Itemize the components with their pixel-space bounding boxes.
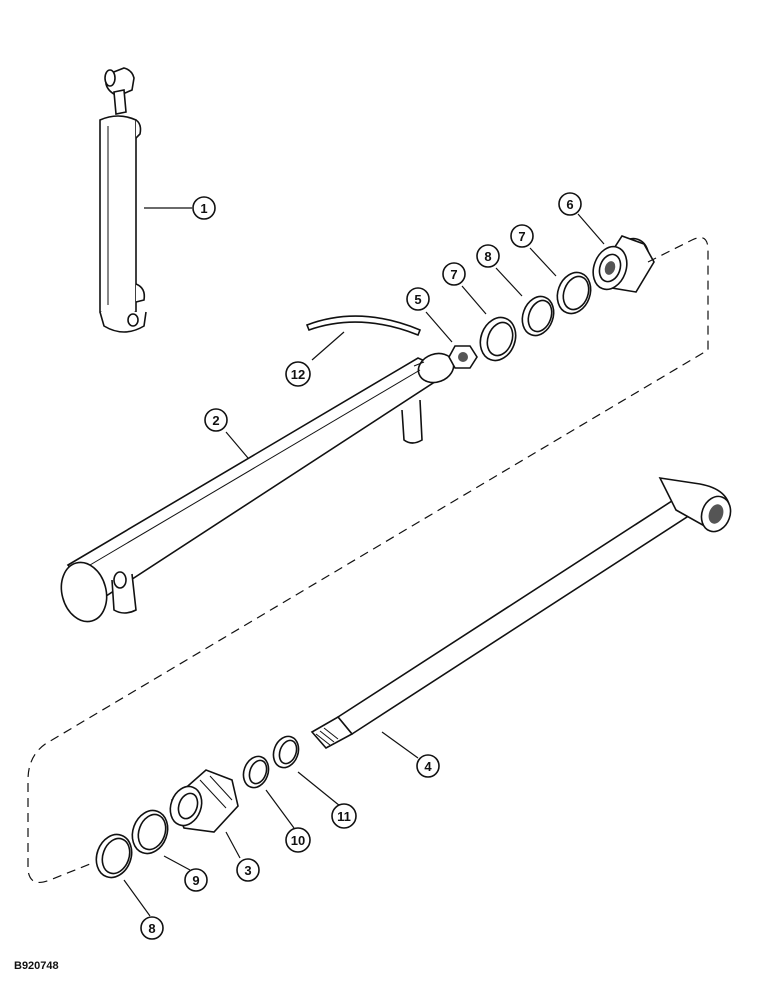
callout-12-label: 12 — [291, 367, 305, 382]
callout-9: 9 — [184, 868, 208, 892]
callout-9-label: 9 — [192, 873, 199, 888]
rod-ring-11 — [272, 735, 300, 769]
callout-6-label: 6 — [566, 197, 573, 212]
callout-6: 6 — [558, 192, 582, 216]
figure-code: B920748 — [14, 960, 59, 972]
cylinder-barrel — [60, 352, 455, 623]
callout-7-right: 7 — [510, 224, 534, 248]
gland — [169, 769, 239, 833]
callout-12: 12 — [285, 361, 311, 387]
callout-11: 11 — [331, 803, 357, 829]
seal-ring-upper — [521, 295, 555, 337]
callout-3: 3 — [236, 858, 260, 882]
piston — [592, 235, 655, 293]
gland-ring-9 — [131, 809, 169, 855]
callout-8-lower-label: 8 — [148, 921, 155, 936]
callout-10: 10 — [285, 827, 311, 853]
assembly-path-line — [27, 237, 709, 883]
rod-ring-10 — [242, 755, 270, 789]
callout-2: 2 — [204, 408, 228, 432]
callout-1: 1 — [192, 196, 216, 220]
callout-2-label: 2 — [212, 413, 219, 428]
callout-10-label: 10 — [291, 833, 305, 848]
callout-4-label: 4 — [424, 759, 432, 774]
cylinder-assembly — [99, 67, 147, 333]
callout-8-upper: 8 — [476, 244, 500, 268]
callout-7-left-label: 7 — [450, 267, 457, 282]
callout-7-left: 7 — [442, 262, 466, 286]
callout-4: 4 — [416, 754, 440, 778]
callout-11-label: 11 — [337, 809, 351, 824]
callout-8-upper-label: 8 — [484, 249, 491, 264]
callout-5-label: 5 — [414, 292, 421, 307]
callout-5: 5 — [406, 287, 430, 311]
seal-ring-lower — [95, 833, 133, 879]
callout-8-lower: 8 — [140, 916, 164, 940]
piston-nut — [448, 345, 478, 369]
callout-3-label: 3 — [244, 863, 251, 878]
backup-ring-upper-right — [556, 271, 592, 315]
wiper-strip — [305, 315, 422, 337]
callout-1-label: 1 — [200, 201, 207, 216]
callout-7-right-label: 7 — [518, 229, 525, 244]
leader-lines — [123, 207, 605, 917]
backup-ring-upper-left — [479, 316, 517, 362]
piston-rod — [310, 476, 732, 750]
